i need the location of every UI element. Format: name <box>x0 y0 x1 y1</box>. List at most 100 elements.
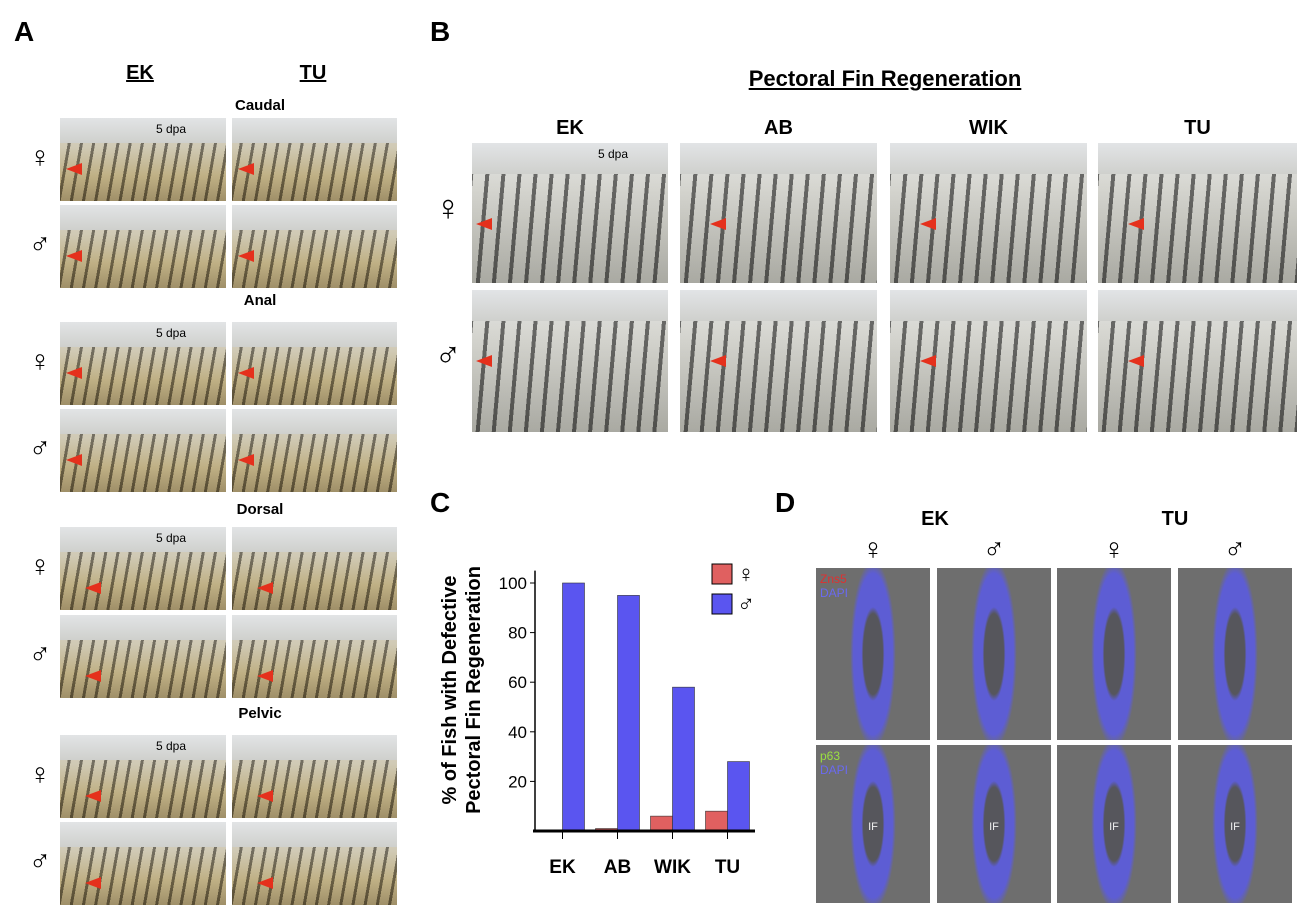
amputation-arrow-icon <box>476 218 492 230</box>
amputation-arrow-icon <box>238 454 254 466</box>
tissue-section <box>850 745 896 903</box>
fin-photo <box>232 409 397 492</box>
legend-label: ♂ <box>737 591 755 618</box>
lumen-label: IF <box>1109 820 1119 833</box>
time-label: 5 dpa <box>155 326 186 340</box>
fin-photo <box>60 822 226 905</box>
pectoral-fin-photo <box>1098 290 1297 432</box>
female-symbol: ♀ <box>28 550 52 583</box>
amputation-arrow-icon <box>476 355 492 367</box>
y-axis-label-line1: % of Fish with Defective <box>439 576 461 805</box>
regenerate-region <box>1098 290 1297 322</box>
amputation-arrow-icon <box>1128 355 1144 367</box>
x-tick-label: EK <box>549 857 576 878</box>
legend-swatch <box>711 593 733 615</box>
regenerate-region <box>60 322 226 347</box>
female-symbol: ♀ <box>861 533 885 566</box>
regenerate-region <box>1098 143 1297 174</box>
tissue-section <box>1091 568 1137 740</box>
regenerate-region <box>680 143 877 174</box>
amputation-arrow-icon <box>257 582 273 594</box>
panel-b-title: Pectoral Fin Regeneration <box>748 66 1022 91</box>
amputation-arrow-icon <box>920 218 936 230</box>
fin-photo <box>60 409 226 492</box>
regenerate-region <box>232 205 397 230</box>
amputation-arrow-icon <box>257 790 273 802</box>
male-bar-TU <box>727 761 750 832</box>
female-bar-WIK <box>650 815 673 832</box>
female-symbol: ♀ <box>1102 533 1126 566</box>
pectoral-fin-photo <box>890 143 1087 283</box>
lumen-label: IF <box>1230 820 1240 833</box>
regenerate-region <box>232 735 397 760</box>
amputation-arrow-icon <box>85 790 101 802</box>
amputation-arrow-icon <box>85 670 101 682</box>
male-symbol: ♂ <box>28 228 52 261</box>
section-micrograph <box>1178 568 1292 740</box>
amputation-arrow-icon <box>66 250 82 262</box>
regenerate-region <box>232 409 397 434</box>
female-bar-TU <box>705 810 728 832</box>
regenerate-region <box>60 118 226 143</box>
regenerate-region <box>890 290 1087 322</box>
regenerate-region <box>232 527 397 552</box>
regenerate-region <box>60 527 226 552</box>
female-symbol: ♀ <box>28 758 52 791</box>
female-symbol: ♀ <box>28 345 52 378</box>
regenerate-region <box>60 409 226 434</box>
fin-photo <box>232 322 397 405</box>
panel-b-strain: AB <box>764 117 793 139</box>
fin-photo: 5 dpa <box>60 527 226 610</box>
fin-photo <box>232 822 397 905</box>
x-tick-label: TU <box>715 857 740 878</box>
amputation-arrow-icon <box>1128 218 1144 230</box>
stain-dapi: DAPI <box>820 586 849 600</box>
x-tick-label: WIK <box>654 857 691 878</box>
stain-marker: p63 <box>820 749 841 763</box>
panel-b-strain: TU <box>1184 117 1211 139</box>
panel-b-label: B <box>430 16 451 47</box>
panel-d-strain-tu: TU <box>1161 508 1189 530</box>
regenerate-region <box>60 205 226 230</box>
panel-a-strain-tu: TU <box>299 62 327 84</box>
fin-label: Pelvic <box>238 705 282 722</box>
y-tick-label: 100 <box>499 574 527 593</box>
amputation-arrow-icon <box>710 218 726 230</box>
y-tick-label: 60 <box>508 673 527 692</box>
regenerate-region <box>472 143 668 174</box>
pectoral-fin-photo <box>472 290 668 432</box>
time-label: 5 dpa <box>155 122 186 136</box>
fin-photo: 5 dpa <box>60 735 226 818</box>
fin-photo <box>232 527 397 610</box>
male-symbol: ♂ <box>28 432 52 465</box>
amputation-arrow-icon <box>257 670 273 682</box>
pectoral-fin-photo: 5 dpa <box>472 143 668 283</box>
fin-photo <box>60 615 226 698</box>
fin-photo <box>232 615 397 698</box>
amputation-arrow-icon <box>710 355 726 367</box>
amputation-arrow-icon <box>66 454 82 466</box>
fin-label: Caudal <box>234 97 285 114</box>
time-label: 5 dpa <box>155 531 186 545</box>
amputation-arrow-icon <box>920 355 936 367</box>
stain-marker: Zns5 <box>820 572 847 586</box>
fin-photo <box>232 205 397 288</box>
time-label: 5 dpa <box>597 147 628 161</box>
panel-c-label: C <box>430 487 451 518</box>
section-micrograph: IF <box>1178 745 1292 903</box>
pectoral-fin-photo <box>890 290 1087 432</box>
tissue-section <box>971 745 1017 903</box>
tissue-section <box>850 568 896 740</box>
pectoral-fin-photo <box>1098 143 1297 283</box>
regenerate-region <box>232 118 397 143</box>
section-micrograph <box>1057 568 1171 740</box>
male-symbol: ♂ <box>28 845 52 878</box>
regenerate-region <box>232 322 397 347</box>
amputation-arrow-icon <box>238 367 254 379</box>
lumen-label: IF <box>989 820 999 833</box>
regenerate-region <box>890 143 1087 174</box>
pectoral-fin-photo <box>680 290 877 432</box>
fin-label: Dorsal <box>236 501 284 518</box>
